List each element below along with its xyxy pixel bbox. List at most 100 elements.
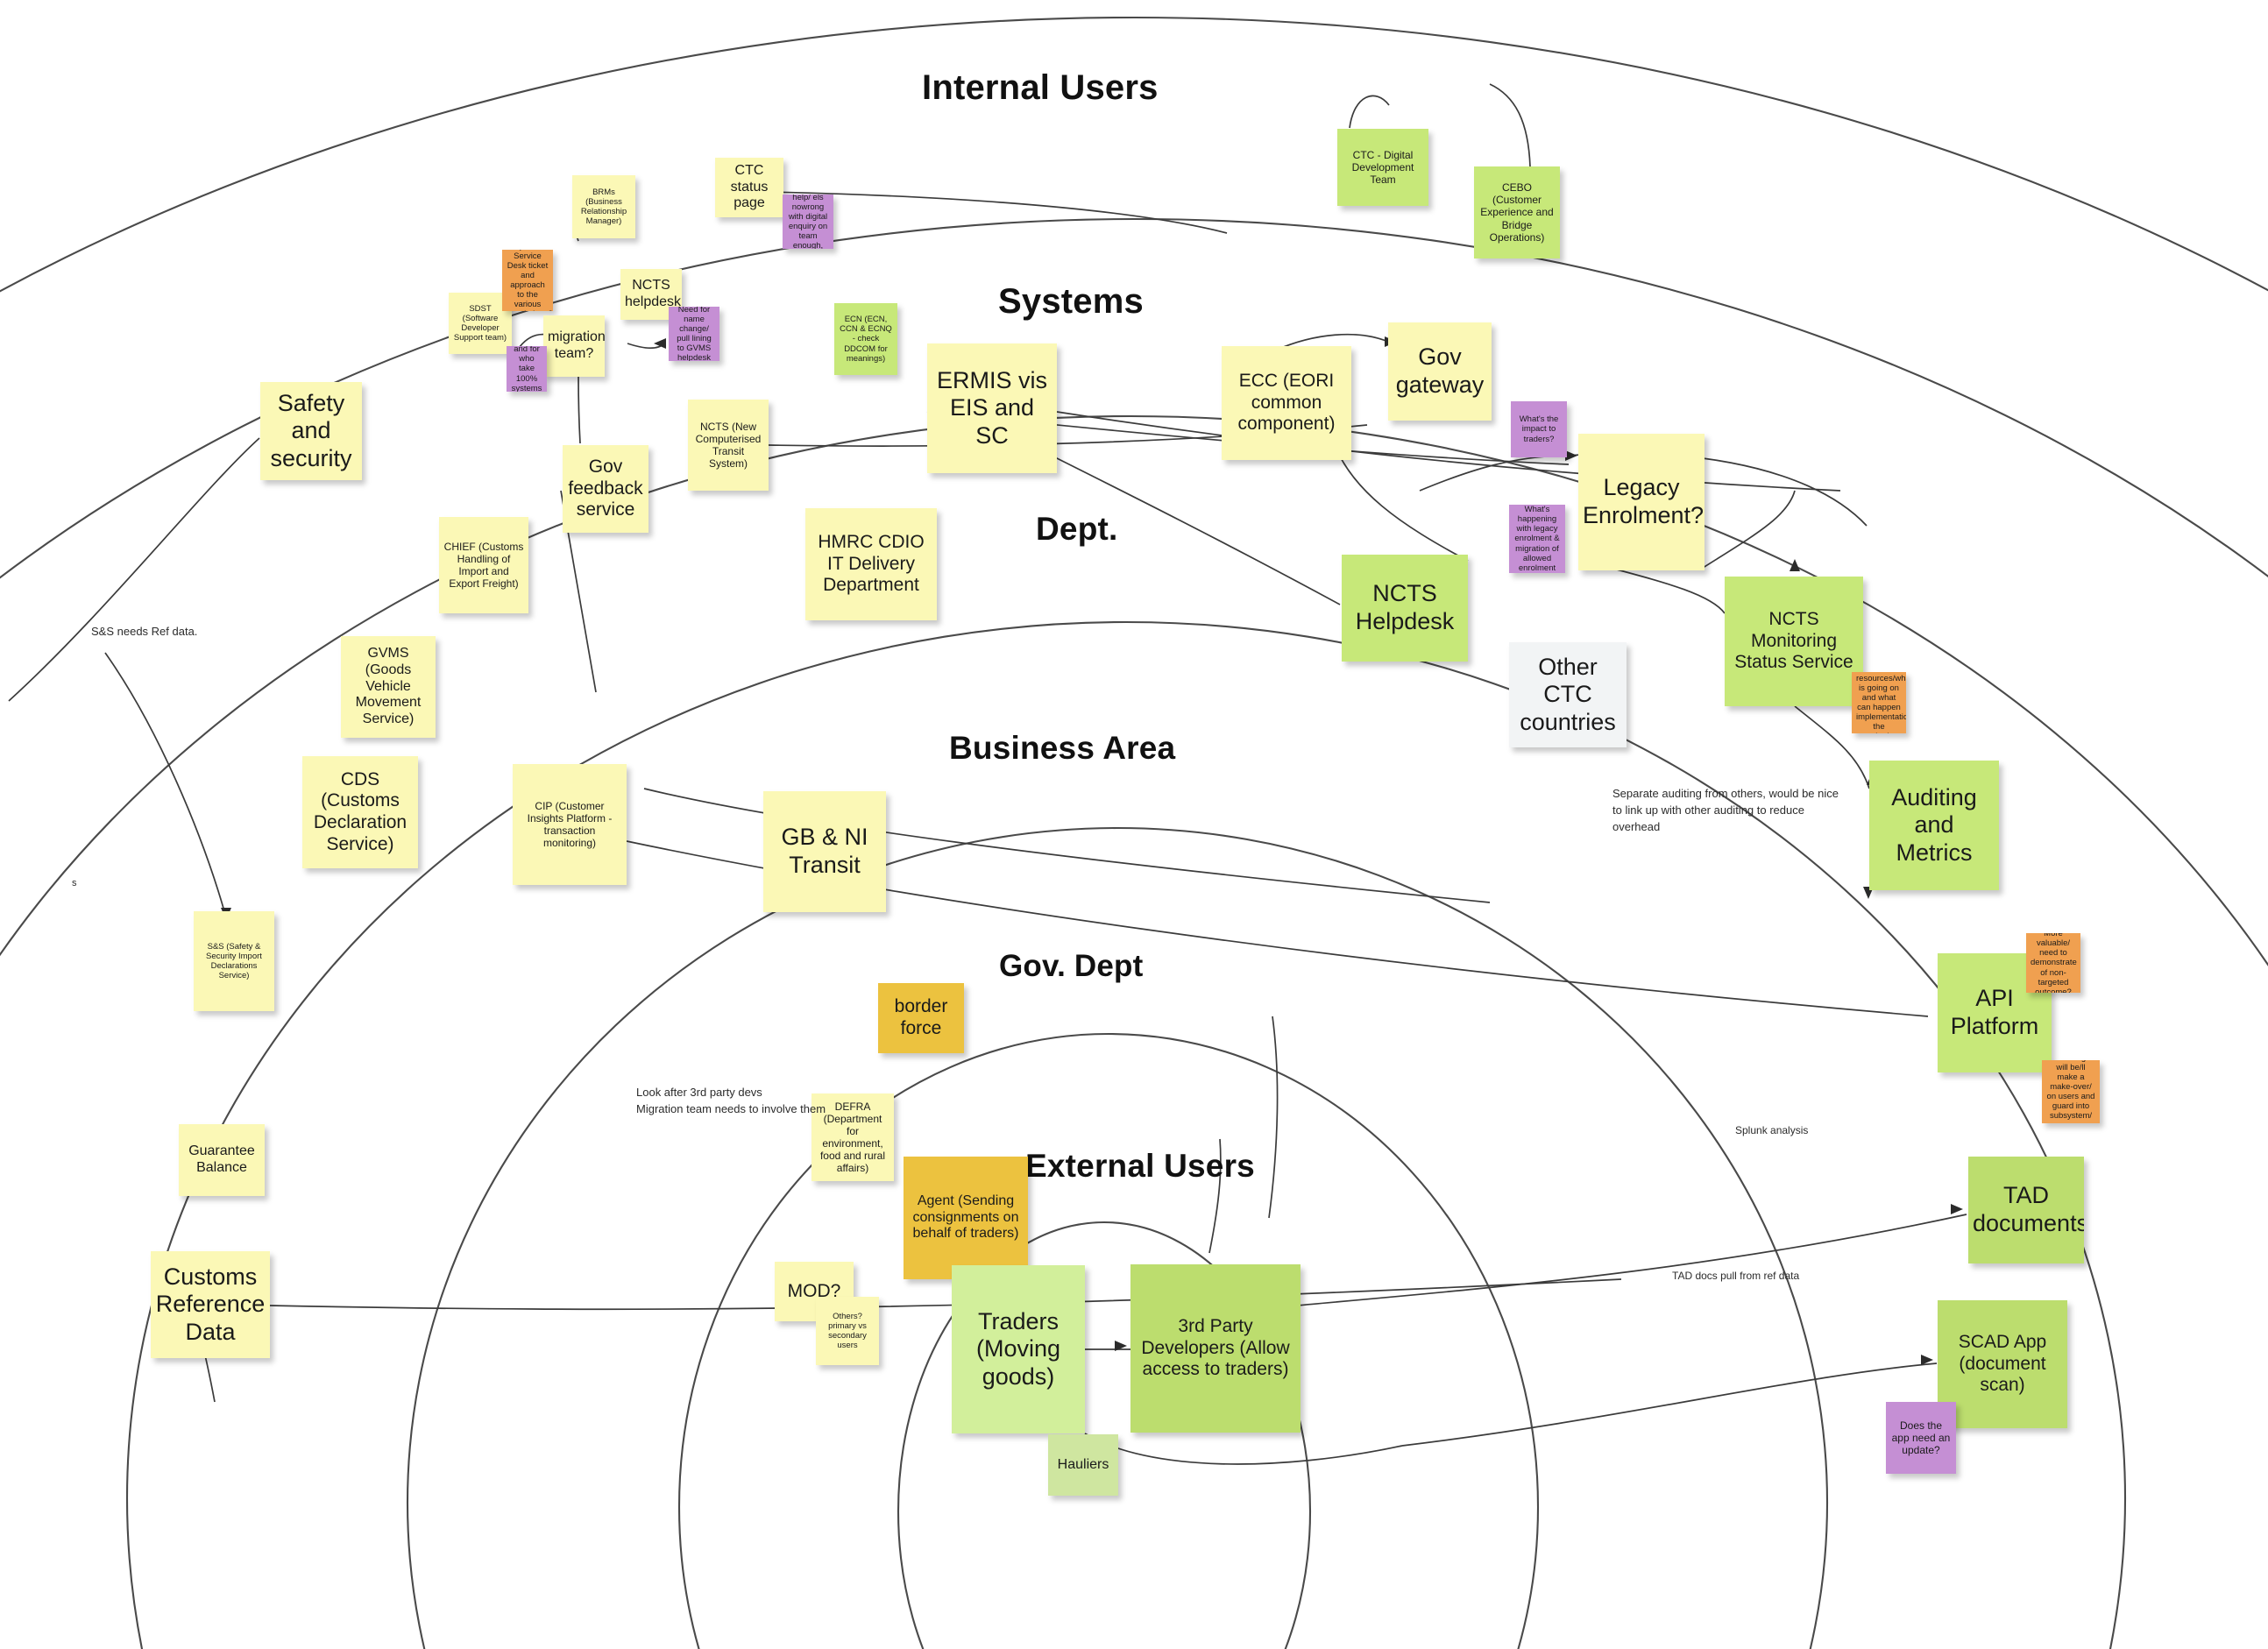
note-hmrc-cdio[interactable]: HMRC CDIO IT Delivery Department	[805, 508, 937, 620]
note-text: Gov feedback service	[568, 456, 643, 520]
note-gvms[interactable]: GVMS (Goods Vehicle Movement Service)	[341, 636, 436, 738]
ring-label-internal-users: Internal Users	[922, 68, 1159, 107]
note-text: What's happening with legacy enrolment &…	[1514, 505, 1560, 573]
ring-label-external-users: External Users	[1025, 1148, 1255, 1184]
note-orange-sdst[interactable]: Who fills a reported Service Desk ticket…	[502, 250, 553, 311]
note-text: Legacy Enrolment?	[1583, 474, 1705, 528]
note-orange-ncts-monitoring[interactable]: Shared and engine needs resources/what i…	[1852, 672, 1906, 733]
note-text: HMRC CDIO IT Delivery Department	[818, 532, 925, 596]
note-text: ERMIS vis EIS and SC	[936, 366, 1047, 449]
note-tad-documents[interactable]: TAD documents	[1968, 1157, 2084, 1263]
note-ctc-status-page[interactable]: CTC status page	[715, 158, 783, 217]
note-text: border force	[894, 996, 948, 1038]
annot-s-marker: s	[72, 878, 77, 888]
note-text: NCTS helpdesk	[625, 278, 682, 309]
note-traders-moving-goods[interactable]: Traders (Moving goods)	[952, 1265, 1085, 1433]
note-text: TAD documents	[1973, 1182, 2084, 1236]
note-text: Customs Reference Data	[155, 1263, 266, 1345]
note-ecn[interactable]: ECN (ECN, CCN & ECNQ - check DDCOM for m…	[834, 303, 897, 375]
note-gov-feedback-service[interactable]: Gov feedback service	[563, 445, 649, 533]
note-legacy-enrolment[interactable]: Legacy Enrolment?	[1578, 434, 1705, 570]
note-hauliers[interactable]: Hauliers	[1048, 1434, 1118, 1496]
annot-look-after-3rd-party: Look after 3rd party devs Migration team…	[636, 1086, 826, 1115]
ring-label-systems: Systems	[998, 282, 1144, 321]
note-agent-sending[interactable]: Agent (Sending consignments on behalf of…	[904, 1157, 1028, 1279]
note-brms[interactable]: BRMs (Business Relationship Manager)	[572, 175, 635, 238]
note-text: Others? primary vs secondary users	[828, 1311, 867, 1351]
note-ncts-monitoring[interactable]: NCTS Monitoring Status Service	[1725, 577, 1863, 706]
note-text: NCTS (New Computerised Transit System)	[695, 420, 762, 471]
note-cebo[interactable]: CEBO (Customer Experience and Bridge Ope…	[1474, 166, 1560, 258]
note-purple-smallest[interactable]: Only and for who take 100% systems ac	[507, 346, 547, 392]
note-text: Traders (Moving goods)	[975, 1307, 1061, 1390]
annot-splunk-analysis: Splunk analysis	[1735, 1124, 1809, 1136]
note-text: DEFRA (Department for environment, food …	[819, 1100, 886, 1175]
note-text: ECN (ECN, CCN & ECNQ - check DDCOM for m…	[840, 315, 892, 364]
note-text: BRMs (Business Relationship Manager)	[580, 187, 627, 227]
note-text: More valuable/ need to demonstrate of no…	[2031, 933, 2077, 993]
note-orange-api-top[interactable]: More valuable/ need to demonstrate of no…	[2026, 933, 2080, 993]
note-orange-api-bottom[interactable]: This interchanges will be/ll make a make…	[2042, 1060, 2100, 1123]
note-text: GVMS (Goods Vehicle Movement Service)	[355, 646, 422, 727]
note-ncts-new-computerised[interactable]: NCTS (New Computerised Transit System)	[688, 400, 769, 491]
note-text: Shared and engine needs resources/what i…	[1856, 672, 1906, 733]
ring-label-dept: Dept.	[1036, 511, 1118, 547]
note-gb-ni-transit[interactable]: GB & NI Transit	[763, 791, 886, 912]
note-chief[interactable]: CHIEF (Customs Handling of Import and Ex…	[439, 517, 528, 613]
note-text: need to help/ els nowrong with digital e…	[788, 195, 828, 249]
annot-separate-auditing: Separate auditing from others, would be …	[1612, 787, 1839, 833]
note-sdst[interactable]: SDST (Software Developer Support team)	[449, 293, 512, 354]
note-border-force[interactable]: border force	[878, 983, 964, 1053]
note-text: CEBO (Customer Experience and Bridge Ope…	[1480, 181, 1554, 244]
note-text: CHIEF (Customs Handling of Import and Ex…	[443, 540, 524, 591]
note-text: CIP (Customer Insights Platform - transa…	[527, 799, 613, 850]
note-whats-happening-legacy[interactable]: What's happening with legacy enrolment &…	[1509, 505, 1565, 573]
note-text: Other CTC countries	[1520, 653, 1616, 735]
note-need-for-name-change[interactable]: Need for name change/ pull lining to GVM…	[669, 307, 719, 361]
note-ss-safety-security[interactable]: S&S (Safety & Security Import Declaratio…	[194, 911, 274, 1011]
note-whats-impact-traders[interactable]: What's the impact to traders?	[1511, 401, 1567, 457]
note-ecc-eori[interactable]: ECC (EORI common component)	[1222, 346, 1351, 460]
note-defra[interactable]: DEFRA (Department for environment, food …	[812, 1093, 894, 1181]
note-text: Only and for who take 100% systems ac	[511, 346, 542, 392]
note-auditing-and-metrics[interactable]: Auditing and Metrics	[1869, 761, 1999, 890]
annot-ss-needs-ref-data: S&S needs Ref data.	[91, 625, 198, 638]
note-text: Gov gateway	[1395, 343, 1485, 398]
note-other-ctc-countries[interactable]: Other CTC countries	[1509, 642, 1627, 747]
note-does-app-need-update[interactable]: Does the app need an update?	[1886, 1402, 1956, 1474]
annot-tad-docs-pull: TAD docs pull from ref data	[1672, 1270, 1800, 1282]
note-cds[interactable]: CDS (Customs Declaration Service)	[302, 756, 418, 868]
note-need-help-nowhere[interactable]: need to help/ els nowrong with digital e…	[783, 195, 833, 249]
note-text: Agent (Sending consignments on behalf of…	[912, 1193, 1019, 1242]
note-others-primary-secondary[interactable]: Others? primary vs secondary users	[816, 1297, 879, 1365]
note-text: NCTS Helpdesk	[1355, 580, 1455, 634]
note-scad-app[interactable]: SCAD App (document scan)	[1938, 1300, 2067, 1428]
note-text: S&S (Safety & Security Import Declaratio…	[206, 941, 262, 981]
note-ctc-digital-dev[interactable]: CTC - Digital Development Team	[1337, 129, 1428, 206]
note-text: CTC status page	[730, 162, 769, 211]
note-text: Safety and security	[270, 389, 352, 471]
note-cip[interactable]: CIP (Customer Insights Platform - transa…	[513, 764, 627, 885]
note-customs-reference-data[interactable]: Customs Reference Data	[151, 1251, 270, 1358]
note-migration-team[interactable]: migration team?	[543, 315, 605, 377]
ring-label-gov-dept: Gov. Dept	[999, 949, 1144, 983]
note-text: migration team?	[548, 329, 605, 361]
note-text: CDS (Customs Declaration Service)	[313, 768, 408, 854]
ring-label-business-area: Business Area	[949, 730, 1176, 766]
note-safety-and-security[interactable]: Safety and security	[260, 382, 362, 480]
note-ermis[interactable]: ERMIS vis EIS and SC	[927, 343, 1057, 473]
note-guarantee-balance[interactable]: Guarantee Balance	[179, 1124, 265, 1196]
note-text: API Platform	[1950, 985, 2039, 1039]
note-text: Who fills a reported Service Desk ticket…	[507, 250, 553, 311]
note-text: Hauliers	[1057, 1456, 1109, 1472]
note-text: GB & NI Transit	[781, 824, 868, 878]
note-text: ECC (EORI common component)	[1237, 371, 1336, 435]
note-gov-gateway[interactable]: Gov gateway	[1388, 322, 1492, 421]
note-text: 3rd Party Developers (Allow access to tr…	[1141, 1316, 1290, 1380]
note-text: Guarantee Balance	[188, 1143, 255, 1175]
note-ncts-helpdesk-big[interactable]: NCTS Helpdesk	[1342, 555, 1468, 662]
note-text: Auditing and Metrics	[1891, 783, 1977, 866]
note-text: MOD?	[787, 1280, 841, 1301]
note-3rd-party-developers[interactable]: 3rd Party Developers (Allow access to tr…	[1130, 1264, 1301, 1433]
